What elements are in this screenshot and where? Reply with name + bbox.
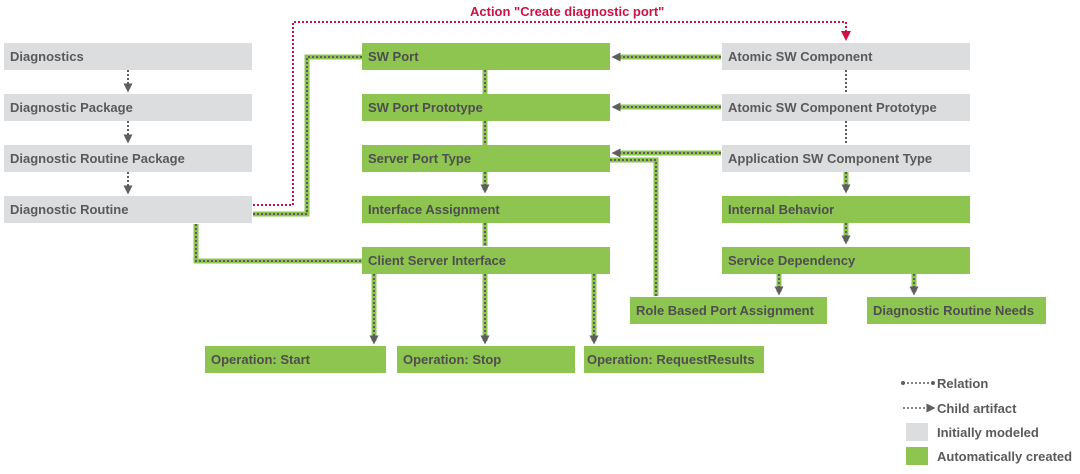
box-diagnostic-routine-needs[interactable]: Diagnostic Routine Needs (867, 297, 1046, 324)
relation-dot-right-icon (931, 381, 935, 385)
legend-green-swatch (906, 447, 928, 465)
box-internal-behavior[interactable]: Internal Behavior (722, 196, 970, 223)
box-client-server-interface[interactable]: Client Server Interface (362, 247, 610, 274)
box-operation-start[interactable]: Operation: Start (205, 346, 386, 373)
box-diagnostic-routine[interactable]: Diagnostic Routine (4, 196, 252, 223)
legend-grey-swatch (906, 423, 928, 441)
box-service-dependency[interactable]: Service Dependency (722, 247, 970, 274)
box-application-sw-component-type[interactable]: Application SW Component Type (722, 145, 970, 172)
box-role-based-port-assignment[interactable]: Role Based Port Assignment (630, 297, 827, 324)
legend-automatically-created-label: Automatically created (937, 449, 1073, 464)
legend-relation-label: Relation (937, 376, 989, 391)
box-server-port-type[interactable]: Server Port Type (362, 145, 610, 172)
box-diagnostics[interactable]: Diagnostics (4, 43, 252, 70)
box-operation-request-results[interactable]: Operation: RequestResults (584, 346, 764, 373)
action-path (253, 21, 851, 206)
box-diagnostic-routine-package[interactable]: Diagnostic Routine Package (4, 145, 252, 172)
legend-initially-modeled-label: Initially modeled (937, 425, 1039, 440)
legend-child-artifact-label: Child artifact (937, 401, 1017, 416)
box-operation-stop[interactable]: Operation: Stop (397, 346, 575, 373)
box-diagnostic-package[interactable]: Diagnostic Package (4, 94, 252, 121)
generated-links-dots (195, 52, 919, 345)
legend-line-samples (903, 382, 936, 413)
box-atomic-sw-component[interactable]: Atomic SW Component (722, 43, 970, 70)
relation-dot-left-icon (901, 381, 905, 385)
box-atomic-sw-component-prototype[interactable]: Atomic SW Component Prototype (722, 94, 970, 121)
box-sw-port-prototype[interactable]: SW Port Prototype (362, 94, 610, 121)
box-interface-assignment[interactable]: Interface Assignment (362, 196, 610, 223)
action-label: Action "Create diagnostic port" (470, 4, 665, 19)
box-sw-port[interactable]: SW Port (362, 43, 610, 70)
